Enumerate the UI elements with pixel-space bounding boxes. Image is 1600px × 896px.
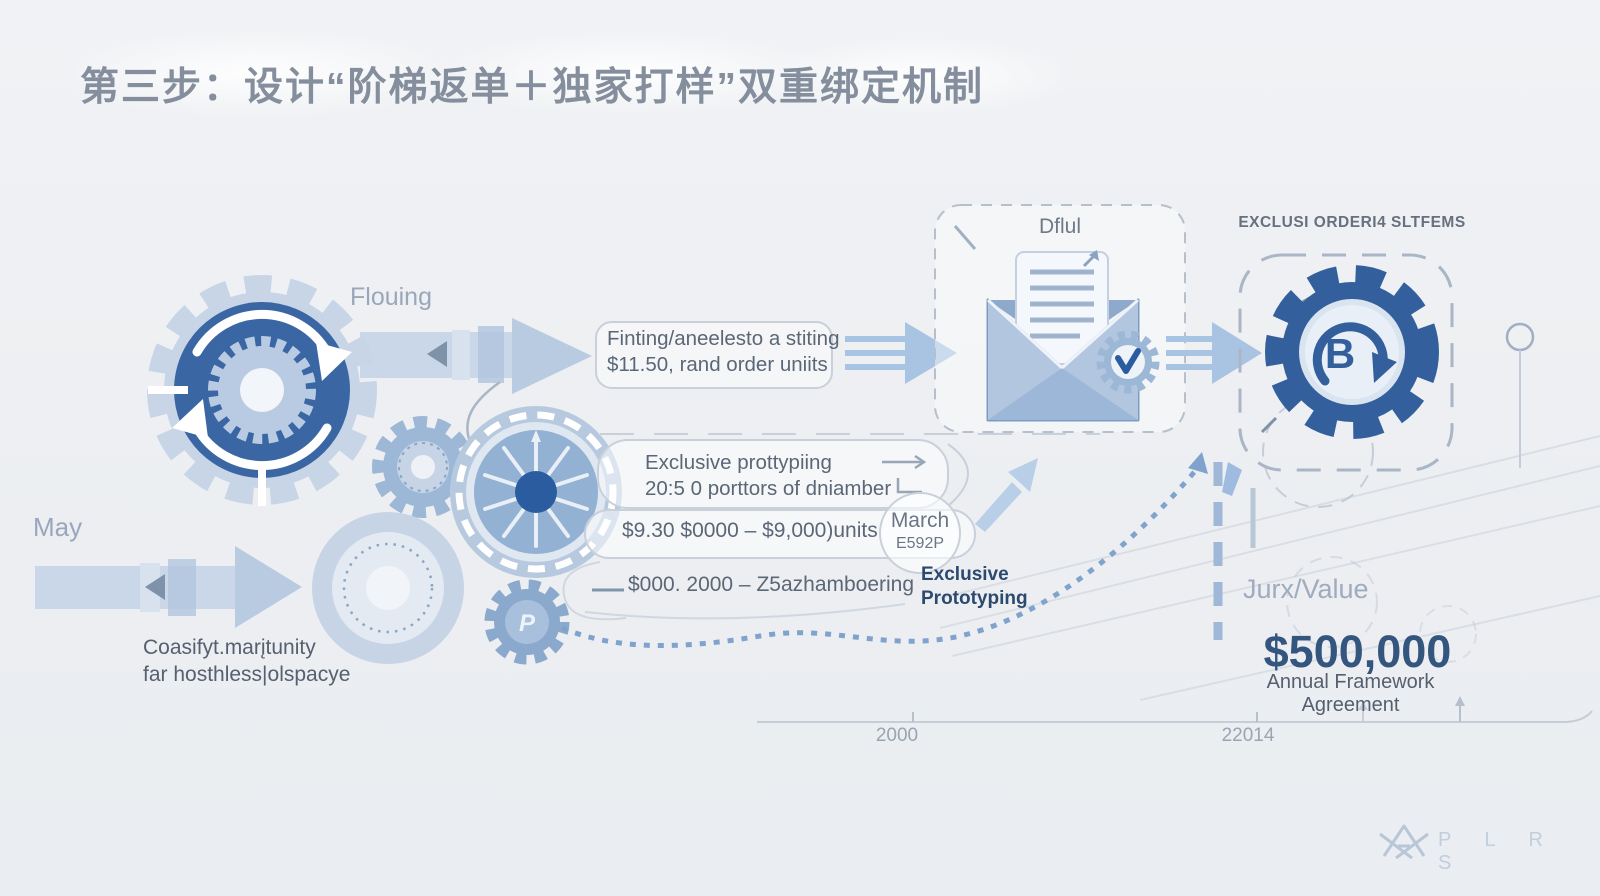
flowing-label: Flouing <box>350 283 432 311</box>
left-caption-line2: far hosthless|olspacye <box>143 663 351 686</box>
step4-tag: Exclusive Prototyping <box>921 563 1028 611</box>
bubble-step1 <box>595 321 833 389</box>
may-arrow <box>35 546 302 628</box>
timeline-tick2-label: 22014 <box>1221 725 1275 746</box>
page-title: 第三步：设计“阶梯返单＋独家打样”双重绑定机制 <box>80 66 985 109</box>
timeline-tick1-label: 2000 <box>875 725 919 746</box>
growth-curve <box>561 452 1256 649</box>
flow-arrow-icon <box>845 322 957 384</box>
envelope-icon <box>986 250 1160 422</box>
left-caption-line1: Coasifyt.marįtunity <box>143 636 316 659</box>
small-left-arrow-icon <box>427 341 447 367</box>
background-diagonal-lines <box>939 435 1600 701</box>
small-gear-icon <box>372 416 474 518</box>
exclusive-box-title: EXCLUSI ORDERI4 SLTFEMS <box>1238 214 1466 231</box>
bubble-step2 <box>597 433 1100 509</box>
dashed-circle-decor <box>1262 396 1477 663</box>
value-caption: Annual Framework Agreement <box>1266 671 1435 716</box>
left-caption: Coasifyt.marįtunity far hosthless|olspac… <box>143 634 350 688</box>
flow-arrow-icon <box>1166 322 1262 384</box>
background-highlight <box>760 35 1080 115</box>
step1-text-line1: Finting/aneelesto a stiting <box>607 327 840 350</box>
reorder-gear-icon: B <box>1265 265 1439 439</box>
ring-wheel-icon <box>312 512 464 664</box>
step2-text-line2: 20:5 0 porttors of dniamber <box>645 477 892 500</box>
growth-arrow-icon <box>975 458 1038 532</box>
timeline-axis <box>757 696 1593 723</box>
step1-text-line2: $11.50, rand order uniits <box>607 353 828 376</box>
seal-badge-icon <box>1096 330 1160 394</box>
mail-box-title: Dflul <box>1038 215 1081 238</box>
background-highlight <box>50 28 470 118</box>
cycle-gear-icon <box>147 275 377 506</box>
flowing-arrow <box>360 318 592 443</box>
small-left-arrow-icon <box>145 574 165 600</box>
may-label: May <box>33 512 83 542</box>
watermark-letters: P L R S <box>1438 829 1557 874</box>
step3-text: $9.30 $0000 – $9,000)units <box>622 519 878 542</box>
compass-wheel-icon <box>450 406 622 578</box>
step4-tag-line2: Prototyping <box>921 588 1028 609</box>
step4-text: $000. 2000 – Z5azhamboering <box>628 573 915 596</box>
step3-tag-line1: March <box>890 509 950 532</box>
mini-arrow-icon <box>882 454 927 494</box>
step2-text-line1: Exclusive prottypiing <box>645 451 832 474</box>
step3-tag-line2: E592P <box>895 535 945 552</box>
value-label: Jurx/Value <box>1243 574 1369 604</box>
step4-tag-line1: Exclusive <box>921 564 1009 585</box>
gear-letter-b: B <box>1325 330 1355 377</box>
bubble-step3 <box>584 492 976 574</box>
circle-pin-icon <box>1505 322 1535 468</box>
gear-letter-p: P <box>519 610 536 637</box>
bubble-step4 <box>562 561 906 621</box>
prototype-gear-icon: P <box>484 579 570 665</box>
logo-mark-icon <box>1379 824 1429 860</box>
value-amount: $500,000 <box>1263 626 1452 677</box>
